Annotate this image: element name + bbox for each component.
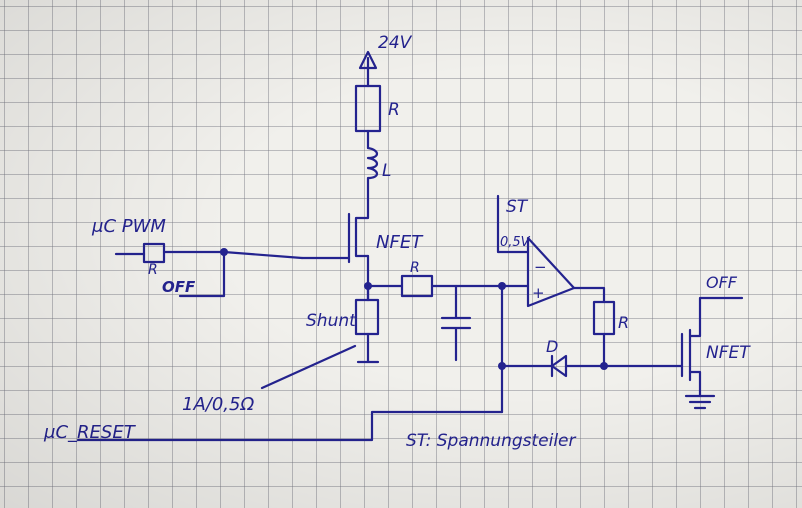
- supply-label: 24V: [378, 33, 413, 53]
- nfet-main-label: NFET: [376, 232, 424, 253]
- st-top-label: ST: [506, 197, 529, 217]
- shunt-rating-leader: [260, 344, 357, 390]
- off-left-label: OFF: [162, 278, 196, 296]
- resistor-pwm-symbol: [142, 242, 166, 264]
- shunt-symbol: [354, 298, 380, 336]
- wire-uc-reset: [76, 410, 504, 442]
- shunt-label: Shunt: [306, 311, 357, 331]
- capacitor-symbol: [440, 284, 472, 362]
- uc-reset-label: μC_RESET: [43, 422, 137, 443]
- opamp-minus-label: −: [534, 258, 547, 276]
- st-divider-label: ST: Spannungsteiler: [406, 431, 577, 451]
- opamp-plus-label: +: [532, 284, 545, 302]
- resistor-series-label: R: [410, 260, 420, 276]
- nfet-right-symbol: [680, 296, 744, 410]
- opamp-symbol: [526, 236, 576, 308]
- wire-reference: [496, 194, 530, 254]
- supply-arrow-symbol: [358, 50, 378, 84]
- resistor-series-symbol: [400, 274, 434, 298]
- inductor-label: L: [382, 161, 391, 181]
- resistor-pwm-label: R: [148, 262, 158, 278]
- junction-diode: [498, 362, 506, 370]
- resistor-top-label: R: [388, 100, 400, 120]
- off-right-label: OFF: [706, 273, 738, 292]
- junction-right: [600, 362, 608, 370]
- nfet-main-symbol: [300, 198, 370, 264]
- wire-off-left: [178, 250, 226, 298]
- uc-pwm-label: μC PWM: [91, 216, 166, 237]
- resistor-top-symbol: [354, 84, 382, 133]
- shunt-ground: [356, 332, 380, 364]
- resistor-right-label: R: [618, 313, 629, 332]
- resistor-right-symbol: [592, 300, 616, 336]
- shunt-rating-label: 1A/0,5Ω: [182, 394, 254, 415]
- nfet-right-label: NFET: [706, 343, 751, 363]
- inductor-symbol: [366, 146, 379, 202]
- diode-label: D: [546, 337, 558, 356]
- vref-label: 0,5V: [500, 235, 531, 250]
- diode-symbol: [550, 354, 568, 378]
- wire-pwm-gate: [162, 250, 304, 260]
- wire-opamp-out: [572, 286, 606, 304]
